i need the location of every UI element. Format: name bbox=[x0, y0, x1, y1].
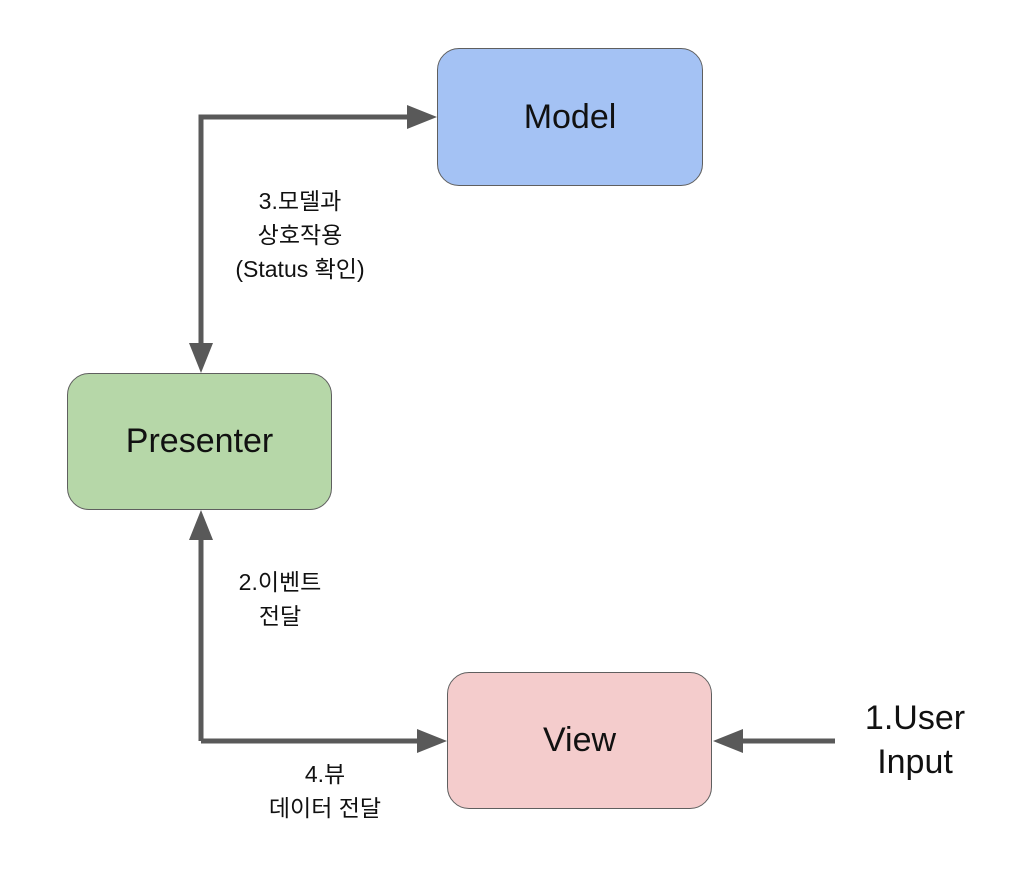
arrowhead-to-model bbox=[407, 105, 437, 129]
presenter-node: Presenter bbox=[67, 373, 332, 510]
edge-label-line: 2.이벤트 bbox=[238, 569, 322, 595]
edge-label-step3: 3.모델과 상호작용 (Status 확인) bbox=[205, 184, 395, 286]
edge-label-line: 1.User bbox=[864, 699, 966, 737]
arrowhead-to-presenter-top bbox=[189, 343, 213, 373]
edge-label-line: (Status 확인) bbox=[235, 256, 365, 282]
edge-label-line: 3.모델과 bbox=[258, 188, 342, 214]
arrowhead-to-view-right bbox=[713, 729, 743, 753]
edge-label-step2: 2.이벤트 전달 bbox=[205, 565, 355, 633]
model-label: Model bbox=[523, 97, 617, 136]
edge-label-line: Input bbox=[877, 743, 953, 781]
edge-label-step4: 4.뷰 데이터 전달 bbox=[225, 757, 425, 825]
arrow-presenter-model bbox=[198, 114, 413, 352]
model-node: Model bbox=[437, 48, 703, 186]
view-label: View bbox=[542, 721, 617, 759]
arrowhead-to-view-left bbox=[417, 729, 447, 753]
presenter-label: Presenter bbox=[125, 422, 274, 460]
edge-label-line: 4.뷰 bbox=[304, 761, 346, 787]
edge-label-step1: 1.User Input bbox=[845, 696, 985, 784]
edge-label-line: 데이터 전달 bbox=[268, 795, 382, 821]
view-node: View bbox=[447, 672, 712, 809]
arrowhead-to-presenter-bottom bbox=[189, 510, 213, 540]
edge-label-line: 상호작용 bbox=[257, 222, 343, 248]
edge-label-line: 전달 bbox=[258, 603, 302, 629]
